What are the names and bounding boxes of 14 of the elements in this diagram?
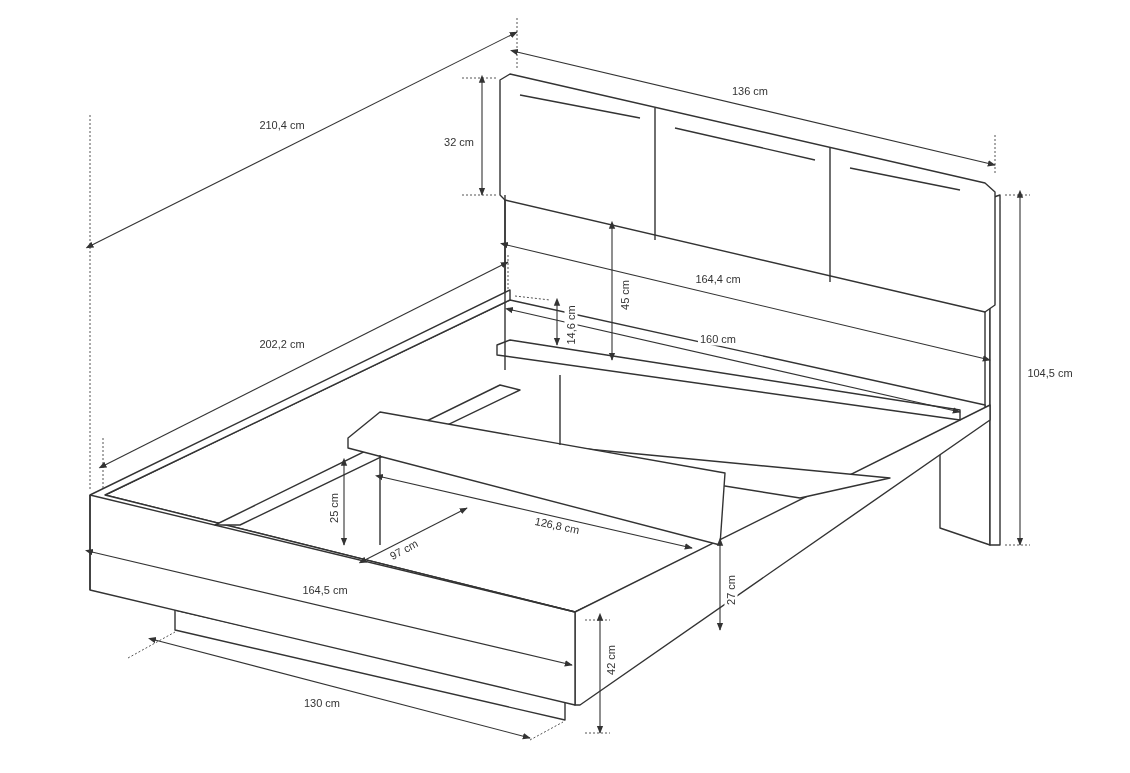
dimension-label: 136 cm — [729, 84, 771, 98]
dimension-label: 45 cm — [618, 278, 632, 312]
dimension-label: 32 cm — [442, 135, 476, 149]
dimension-label: 160 cm — [697, 332, 739, 346]
dimension-label: 25 cm — [327, 491, 341, 525]
dimension-label: 27 cm — [724, 573, 738, 607]
dimension-label: 164,5 cm — [300, 583, 350, 597]
dimension-label: 130 cm — [301, 696, 343, 710]
dimension-label: 42 cm — [604, 643, 618, 677]
dimension-label: 210,4 cm — [257, 118, 307, 132]
dimension-label: 14,6 cm — [564, 303, 578, 347]
dimension-label: 104,5 cm — [1025, 366, 1075, 380]
dimension-label: 164,4 cm — [693, 272, 743, 286]
dimension-label: 202,2 cm — [257, 337, 307, 351]
